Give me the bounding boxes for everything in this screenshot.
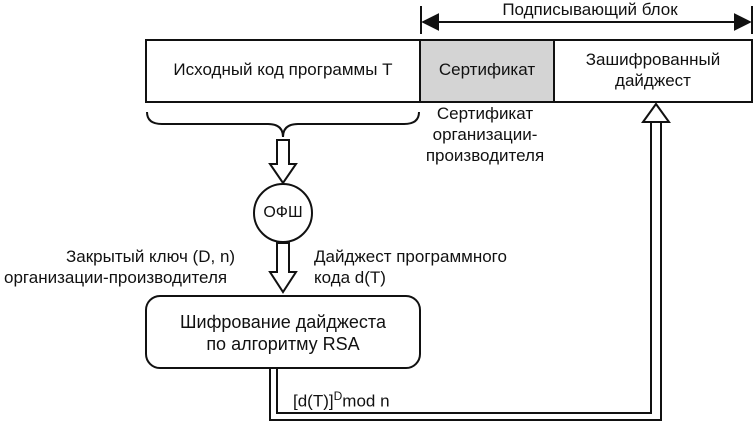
certificate-label: Сертификат (438, 60, 536, 79)
certificate-note-line3: производителя (425, 146, 545, 165)
source-code-label: Исходный код программы T (173, 60, 393, 79)
rsa-box-label-line2: по алгоритму RSA (206, 334, 360, 354)
hollow-arrow-to-rsa (268, 242, 298, 294)
source-code-box (145, 39, 421, 103)
digest-label-line2: кода d(T) (314, 268, 386, 287)
hollow-arrow-to-hash (268, 139, 298, 185)
signature-block-bracket (420, 6, 753, 34)
private-key-label-line1: Закрытый ключ (D, n) (66, 247, 236, 266)
certificate-note-line2: организации- (432, 125, 538, 144)
digest-label-line1: Дайджест программного (314, 247, 507, 266)
rsa-box-label-line1: Шифрование дайджеста (180, 312, 386, 332)
output-path-inner (276, 122, 652, 414)
signature-formula: [d(T)]Dmod n (293, 386, 390, 412)
hash-function-label: ОФШ (263, 204, 303, 221)
encrypted-digest-box (553, 39, 753, 103)
certificate-box (419, 39, 555, 103)
certificate-note-line1: Сертификат (436, 104, 534, 123)
output-path-outer (269, 122, 662, 421)
output-arrow-head (641, 102, 671, 123)
encrypted-digest-label-line1: Зашифрованный (585, 50, 721, 69)
signature-block-label: Подписывающий блок (502, 0, 678, 19)
formula-exponent: D (333, 389, 343, 403)
rsa-encryption-box (145, 295, 421, 369)
formula-tail: mod n (342, 391, 390, 411)
encrypted-digest-label-line2: дайджест (615, 71, 691, 90)
private-key-label-line2: организации-производителя (4, 268, 228, 287)
source-code-brace (146, 111, 420, 138)
formula-base: [d(T)] (293, 391, 334, 411)
